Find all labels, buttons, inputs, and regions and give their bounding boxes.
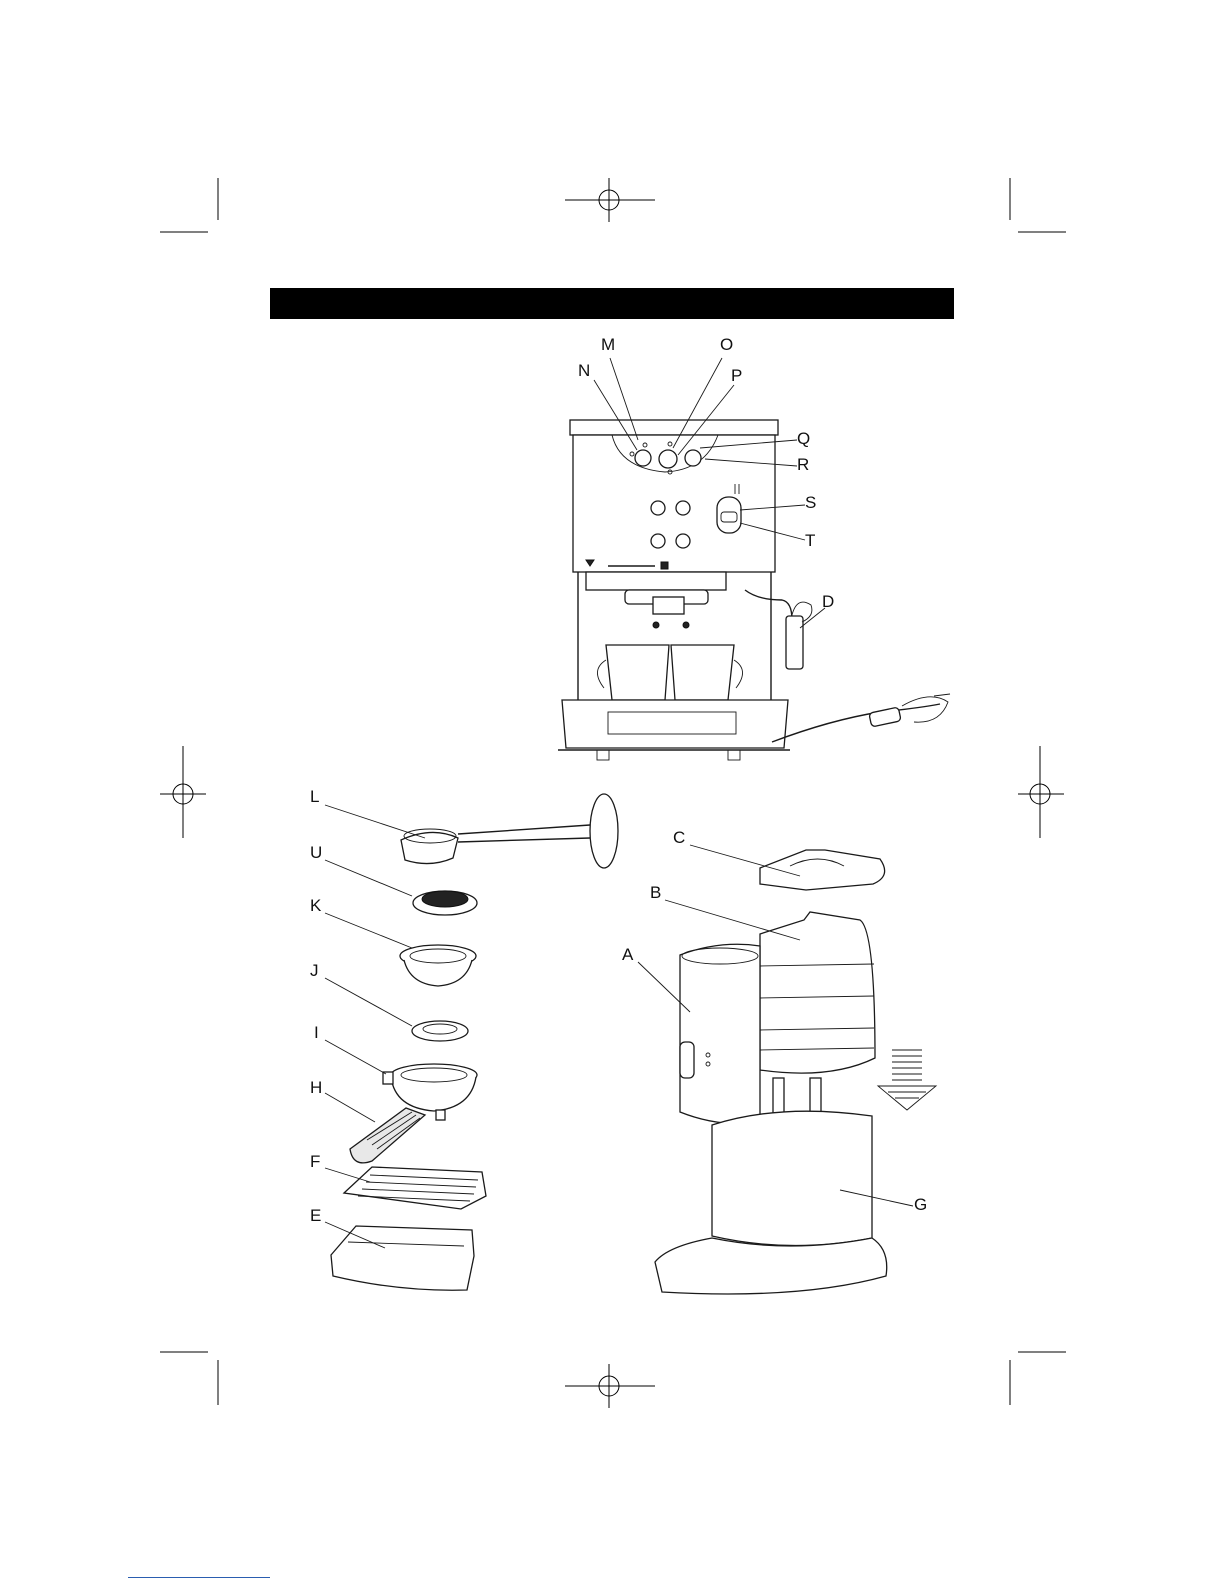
part-drip-grille: [344, 1167, 486, 1209]
callout-m: M: [601, 335, 615, 354]
registration-mark-right: [1018, 746, 1064, 838]
callout-k: K: [310, 896, 322, 915]
callout-o: O: [720, 335, 733, 354]
footer-link-rule: [128, 1577, 270, 1578]
callout-t: T: [805, 531, 815, 550]
callout-g: G: [914, 1195, 927, 1214]
registration-mark-bottom: [565, 1364, 655, 1408]
callout-j: J: [310, 961, 319, 980]
callout-r: R: [797, 455, 809, 474]
part-filter-holder: [350, 1064, 477, 1163]
callout-q: Q: [797, 429, 810, 448]
registration-mark-left: [160, 746, 206, 838]
espresso-machine-front: [558, 420, 950, 760]
callout-l: L: [310, 787, 319, 806]
callout-i: I: [314, 1023, 319, 1042]
part-filter-disc: [413, 891, 477, 915]
callout-d: D: [822, 592, 834, 611]
callout-n: N: [578, 361, 590, 380]
callout-e: E: [310, 1206, 321, 1225]
callout-s: S: [805, 493, 816, 512]
callout-a: A: [622, 945, 634, 964]
callout-p: P: [731, 366, 742, 385]
callout-f: F: [310, 1152, 320, 1171]
registration-mark-top: [565, 178, 655, 222]
part-water-tank: [760, 912, 875, 1073]
callout-b: B: [650, 883, 661, 902]
crop-marks: [160, 178, 1066, 1405]
part-measuring-spoon: [401, 794, 618, 868]
assembly-direction-arrow: [878, 1050, 936, 1110]
part-filter-basket: [400, 945, 476, 986]
part-base-unit: [655, 1111, 887, 1294]
callout-u: U: [310, 843, 322, 862]
part-gasket-ring: [412, 1021, 468, 1041]
part-drip-tray: [331, 1226, 474, 1290]
callout-c: C: [673, 828, 685, 847]
callout-h: H: [310, 1078, 322, 1097]
